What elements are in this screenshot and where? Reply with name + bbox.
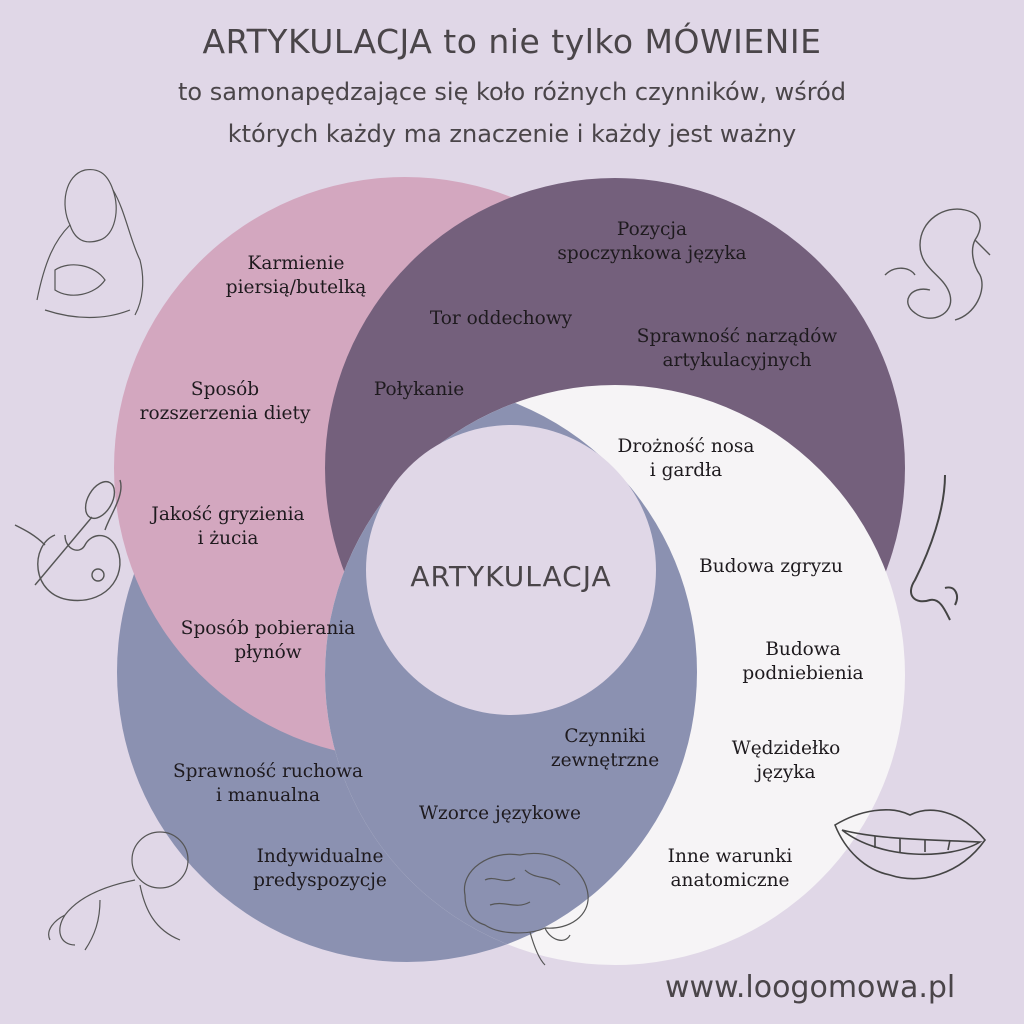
cobra-sketch — [884, 208, 991, 321]
label-line-2: zewnętrzne — [550, 750, 660, 771]
subtitle-line-1: to samonapędzające się koło różnych czyn… — [177, 78, 846, 106]
breastfeeding-mother-sketch — [36, 168, 144, 319]
brain-sketch — [463, 852, 589, 966]
label-line-2: podniebienia — [742, 663, 864, 684]
label-line-1: Połykanie — [373, 379, 465, 400]
label-line-2: języka — [756, 762, 816, 783]
label-line-1: Pozycja — [616, 219, 688, 240]
label-line-1: Wędzidełko — [731, 738, 841, 759]
label-line-2: predyspozycje — [253, 870, 387, 891]
smiling-lips-sketch — [834, 809, 987, 880]
label-line-2: i gardła — [649, 460, 723, 481]
label-line-2: i żucia — [197, 528, 259, 549]
label-line-1: Wzorce językowe — [419, 803, 581, 824]
label-line-1: Karmienie — [247, 253, 345, 274]
label-pobieranie-plynow: Sposób pobierania płynów — [181, 617, 355, 665]
label-line-1: Sposób — [190, 379, 260, 400]
label-sprawnosc-ruchowa: Sprawność ruchowa i manualna — [173, 760, 363, 808]
label-line-2: artykulacyjnych — [662, 350, 812, 371]
label-pozycja-jezyka: Pozycja spoczynkowa języka — [557, 218, 746, 266]
label-gryzienie: Jakość gryzienia i żucia — [151, 503, 304, 551]
label-line-1: Drożność nosa — [617, 436, 755, 457]
label-line-1: Indywidualne — [256, 846, 384, 867]
label-wedzidelko: Wędzidełko języka — [732, 737, 841, 785]
label-line-2: płynów — [234, 642, 302, 663]
label-line-1: Sprawność ruchowa — [172, 761, 364, 782]
label-budowa-zgryzu: Budowa zgryzu — [699, 555, 843, 579]
bib-and-spoon-sketch — [14, 479, 122, 602]
label-inne-warunki: Inne warunki anatomiczne — [668, 845, 793, 893]
label-line-2: piersią/butelką — [225, 277, 367, 298]
label-czynniki-zewnetrzne: Czynniki zewnętrzne — [551, 725, 659, 773]
label-tor-oddechowy: Tor oddechowy — [430, 307, 572, 331]
label-line-1: Budowa zgryzu — [699, 556, 843, 577]
label-line-1: Budowa — [765, 639, 841, 660]
website-url[interactable]: www.loogomowa.pl — [665, 970, 956, 1005]
label-line-1: Sposób pobierania — [180, 618, 356, 639]
label-line-2: rozszerzenia diety — [139, 403, 311, 424]
label-budowa-podniebienia: Budowa podniebienia — [742, 638, 863, 686]
crawling-baby-sketch — [48, 831, 189, 951]
label-indywidualne-predyspozycje: Indywidualne predyspozycje — [253, 845, 387, 893]
label-line-2: spoczynkowa języka — [557, 243, 747, 264]
label-line-1: Inne warunki — [667, 846, 793, 867]
center-label: ARTYKULACJA — [410, 560, 612, 593]
label-droznosc-nosa: Drożność nosa i gardła — [618, 435, 755, 483]
subtitle-line-2: których każdy ma znaczenie i każdy jest … — [227, 120, 797, 148]
label-line-2: anatomiczne — [670, 870, 790, 891]
label-sprawnosc-narzadow: Sprawność narządów artykulacyjnych — [637, 325, 837, 373]
label-line-2: i manualna — [215, 785, 321, 806]
label-line-1: Sprawność narządów — [636, 326, 838, 347]
label-rozszerzenie-diety: Sposób rozszerzenia diety — [140, 378, 311, 426]
center-circle — [366, 425, 656, 715]
label-karmienie: Karmienie piersią/butelką — [226, 252, 367, 300]
label-polykanie: Połykanie — [374, 378, 464, 402]
label-line-1: Czynniki — [564, 726, 646, 747]
main-title: ARTYKULACJA to nie tylko MÓWIENIE — [202, 22, 822, 61]
nose-sketch — [910, 474, 958, 621]
label-wzorce-jezykowe: Wzorce językowe — [419, 802, 581, 826]
label-line-1: Jakość gryzienia — [151, 504, 305, 525]
label-line-1: Tor oddechowy — [429, 308, 573, 329]
